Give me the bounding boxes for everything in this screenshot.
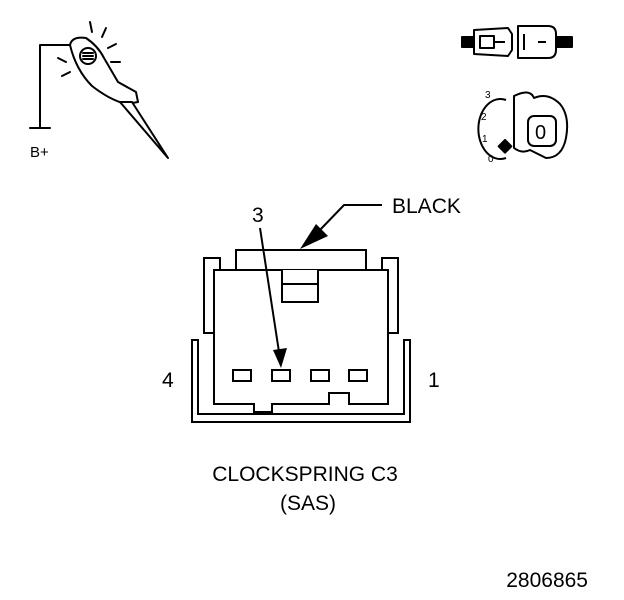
b-plus-label: B+ <box>30 144 49 161</box>
pin-1-label: 1 <box>428 369 440 392</box>
pin-cavity-2 <box>310 369 330 382</box>
color-leader-arrow <box>300 204 382 249</box>
pin-cavity-3 <box>271 369 291 382</box>
connector-face <box>191 249 411 423</box>
ignition-position-2: 2 <box>481 112 487 123</box>
connector-subname: (SAS) <box>280 492 336 515</box>
ignition-position-1: 1 <box>482 134 488 145</box>
ignition-position-0: 0 <box>488 154 494 165</box>
pin-callout-label: 3 <box>252 204 264 227</box>
pin-cavity-1 <box>348 369 368 382</box>
ignition-position-3: 3 <box>485 90 491 101</box>
figure-number: 2806865 <box>506 569 588 592</box>
ignition-key-switch-icon <box>477 91 569 160</box>
connector-name: CLOCKSPRING C3 <box>212 463 398 486</box>
pin-callout-arrow <box>259 227 287 368</box>
pin-cavity-4 <box>232 369 252 382</box>
connector-color-label: BLACK <box>392 195 461 218</box>
ignition-key-label: 0 <box>535 122 546 144</box>
connector-disconnected-icon <box>461 25 573 59</box>
pin-4-label: 4 <box>162 369 174 392</box>
test-light-probe-icon <box>29 21 169 159</box>
